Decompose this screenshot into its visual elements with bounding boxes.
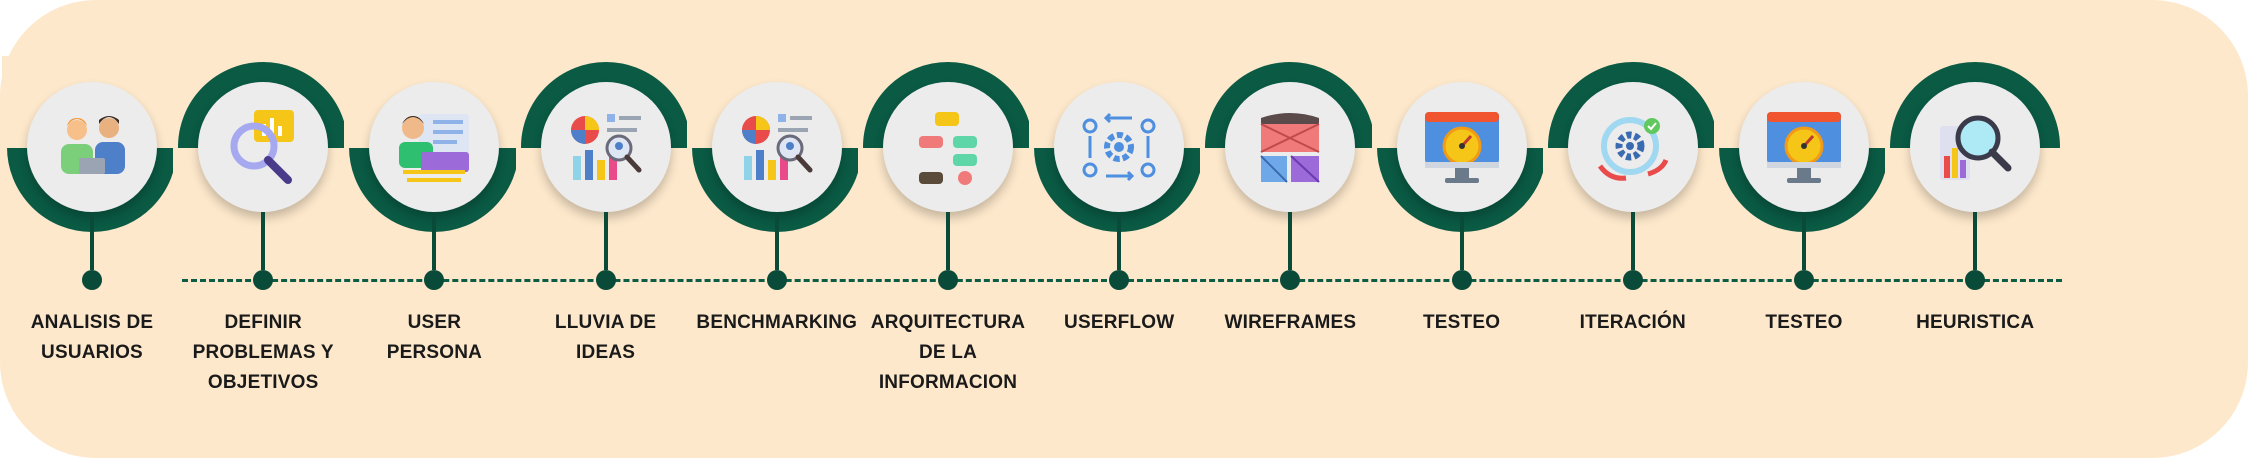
timeline-dot [1451,270,1472,290]
magnifier-chart-icon [220,104,306,190]
step-connector [946,212,950,270]
process-step-9: TESTEO [1371,0,1552,458]
step-label: WIREFRAMES [1224,312,1357,333]
step-icon-disc [1739,82,1869,212]
process-step-12: HEURISTICA [1885,0,2066,458]
timeline-dot [1965,270,1986,290]
step-icon-disc [1567,82,1698,212]
step-label: TESTEO [1765,312,1843,333]
timeline-dot [766,270,787,290]
step-icon-disc [1910,82,2041,212]
speedometer-monitor-icon [1761,104,1847,190]
step-label: USER PERSONA [386,312,483,363]
step-icon-disc [711,82,842,212]
step-connector [261,212,266,270]
step-icon-disc [198,82,329,212]
step-connector [432,212,437,270]
step-icon-disc [540,82,671,212]
wireframe-icon [1247,104,1333,190]
user-card-icon [391,104,477,190]
timeline-dot [595,270,616,290]
timeline-dot [1280,270,1301,290]
step-label: USERFLOW [1064,312,1175,333]
benchmark-chart-icon [734,104,820,190]
process-step-7: USERFLOW [1029,0,1210,458]
process-step-3: USER PERSONA [344,0,525,458]
iteration-gear-icon [1590,104,1676,190]
step-label: ITERACIÓN [1579,312,1686,333]
step-connector [1288,212,1293,270]
step-icon-disc [1054,82,1185,212]
step-label: DEFINIR PROBLEMAS Y OBJETIVOS [192,312,334,393]
speedometer-monitor-icon [1419,104,1505,190]
timeline-dot [1794,270,1814,290]
timeline-dot [1109,270,1130,290]
timeline-dot [1622,270,1643,290]
heuristic-magnifier-icon [1932,104,2018,190]
step-label: BENCHMARKING [696,312,858,333]
timeline-dot [253,270,274,290]
step-icon-disc [883,82,1013,212]
step-icon-disc [1396,82,1527,212]
architecture-blocks-icon [905,104,991,190]
step-icon-disc [369,82,500,212]
process-step-2: DEFINIR PROBLEMAS Y OBJETIVOS [173,0,354,458]
process-step-6: ARQUITECTURA DE LA INFORMACION [858,0,1038,458]
ideas-chart-icon [563,104,649,190]
step-connector [90,212,94,270]
process-step-10: ITERACIÓN [1542,0,1723,458]
process-step-11: TESTEO [1714,0,1894,458]
step-label: HEURISTICA [1916,312,2035,333]
step-connector [1802,212,1806,270]
timeline-dot [82,270,102,290]
process-step-5: BENCHMARKING [686,0,867,458]
userflow-gear-icon [1076,104,1162,190]
step-label: ARQUITECTURA DE LA INFORMACION [870,312,1026,393]
step-connector [603,212,608,270]
step-connector [774,212,779,270]
step-connector [1973,212,1978,270]
step-connector [1630,212,1635,270]
users-analysis-icon [49,104,135,190]
step-icon-disc [1225,82,1356,212]
timeline-dot [938,270,958,290]
step-connector [1117,212,1122,270]
process-step-1: ANALISIS DE USUARIOS [2,0,182,458]
step-icon-disc [27,82,157,212]
step-label: ANALISIS DE USUARIOS [30,312,154,363]
process-step-4: LLUVIA DE IDEAS [515,0,696,458]
step-label: TESTEO [1422,312,1501,333]
process-step-8: WIREFRAMES [1200,0,1381,458]
step-connector [1459,212,1464,270]
step-label: LLUVIA DE IDEAS [554,312,657,363]
timeline-dot [424,270,445,290]
